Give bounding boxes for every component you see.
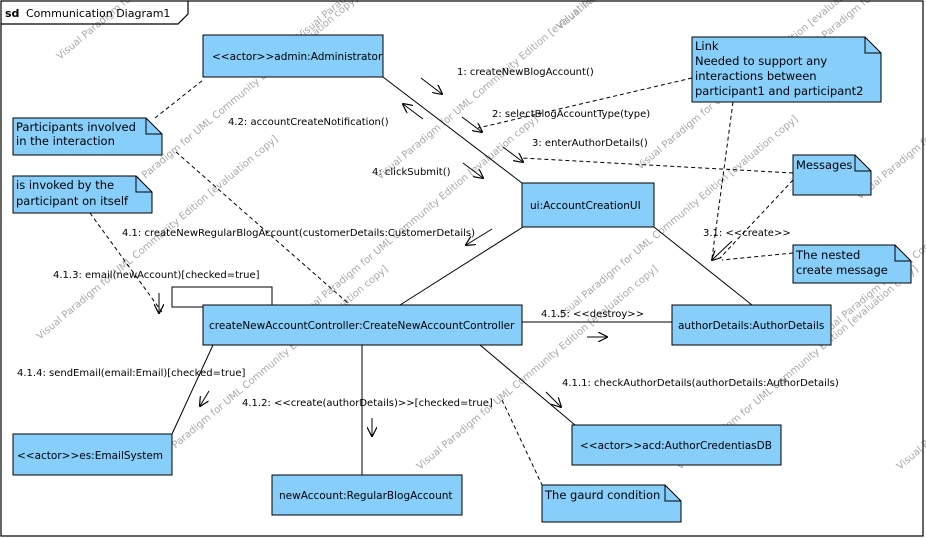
msg-1: 1: createNewBlogAccount() <box>457 67 594 78</box>
links <box>171 76 753 475</box>
msg-4: 4: clickSubmit() <box>372 167 451 178</box>
anchor-nested-m31 <box>721 252 794 261</box>
note-link-line3: interactions between <box>695 69 817 83</box>
msg-4-1-3: 4.1.3: email(newAccount)[checked=true] <box>53 270 260 281</box>
msg-2: 2: selectBlogAccountType(type) <box>492 109 650 120</box>
note-guard-line1: The gaurd condition <box>544 488 660 502</box>
lifeline-author[interactable]: authorDetails:AuthorDetails <box>671 304 832 346</box>
note-self-line2: participant on itself <box>16 194 129 208</box>
anchor-participants-controller <box>175 151 351 306</box>
arrow-m4 <box>462 162 483 178</box>
note-messages[interactable]: Messages <box>792 154 872 196</box>
frame-keyword: sd <box>5 7 19 20</box>
msg-4-1-4: 4.1.4: sendEmail(email:Email)[checked=tr… <box>17 368 246 379</box>
note-guard-condition[interactable]: The gaurd condition <box>541 484 682 523</box>
lifeline-acd[interactable]: <<actor>>acd:AuthorCredentiasDB <box>571 424 782 466</box>
note-self-line1: is invoked by the <box>16 178 114 192</box>
msg-3-1: 3.1: <<create>> <box>703 228 791 239</box>
watermark-text: Visual Paradigm for UML Community Editio… <box>895 264 926 473</box>
note-participants-line1: Participants involved <box>16 120 136 134</box>
lifeline-boxes: <<actor>>admin:Administrator ui:AccountC… <box>12 34 832 516</box>
note-link-line4: participant1 and participant2 <box>695 84 863 98</box>
lifeline-controller-label: createNewAccountController:CreateNewAcco… <box>209 320 515 332</box>
msg-3: 3: enterAuthorDetails() <box>532 138 648 149</box>
link-controller-self <box>171 286 273 308</box>
anchor-guard-m412 <box>501 399 544 488</box>
arrow-m42 <box>403 104 424 120</box>
msg-4-1-1: 4.1.1: checkAuthorDetails(authorDetails:… <box>562 378 839 389</box>
arrow-m414 <box>200 390 210 406</box>
lifeline-email[interactable]: <<actor>>es:EmailSystem <box>12 433 173 476</box>
note-nested-line1: The nested <box>795 248 860 262</box>
anchor-participants-admin <box>154 79 204 119</box>
note-link-line1: Link <box>695 39 719 53</box>
anchor-link-m2 <box>477 77 693 129</box>
msg-4-2: 4.2: accountCreateNotification() <box>228 117 389 128</box>
lifeline-account-label: newAccount:RegularBlogAccount <box>279 490 453 502</box>
note-link-line2: Needed to support any <box>695 54 827 68</box>
arrow-m3 <box>502 146 523 162</box>
lifeline-admin[interactable]: <<actor>>admin:Administrator <box>202 34 384 78</box>
link-admin-ui <box>382 76 523 184</box>
message-labels: 1: createNewBlogAccount() 2: selectBlogA… <box>17 67 839 409</box>
note-messages-line1: Messages <box>796 158 852 172</box>
lifeline-acd-label: <<actor>>acd:AuthorCredentiasDB <box>580 440 772 452</box>
note-participants-line2: in the interaction <box>16 134 115 148</box>
lifeline-admin-label: <<actor>>admin:Administrator <box>212 51 383 63</box>
arrow-m31 <box>712 240 733 260</box>
arrow-m1 <box>420 77 442 94</box>
arrow-m2 <box>461 116 482 132</box>
link-controller-acd <box>479 344 576 426</box>
lifeline-account[interactable]: newAccount:RegularBlogAccount <box>271 474 463 516</box>
note-anchors <box>89 77 794 488</box>
note-link[interactable]: Link Needed to support any interactions … <box>691 36 882 103</box>
anchor-messages-m3 <box>521 157 794 174</box>
lifeline-email-label: <<actor>>es:EmailSystem <box>17 450 163 462</box>
anchor-link-m31 <box>711 101 734 259</box>
arrow-m41 <box>466 228 493 245</box>
anchor-messages-m31 <box>719 179 794 259</box>
lifeline-controller[interactable]: createNewAccountController:CreateNewAcco… <box>202 304 523 346</box>
arrow-m411 <box>545 391 561 407</box>
notes: Participants involved in the interaction… <box>12 36 912 523</box>
link-controller-email <box>171 344 214 435</box>
lifeline-ui-label: ui:AccountCreationUI <box>530 200 641 212</box>
frame-tab <box>1 1 189 25</box>
link-ui-author <box>653 226 753 306</box>
message-arrows <box>159 77 733 436</box>
lifeline-ui[interactable]: ui:AccountCreationUI <box>521 182 655 228</box>
note-participants[interactable]: Participants involved in the interaction <box>12 117 163 156</box>
msg-4-1: 4.1: createNewRegularBlogAccount(custome… <box>122 228 475 239</box>
note-nested-line2: create message <box>796 263 888 277</box>
msg-4-1-5: 4.1.5: <<destroy>> <box>541 309 644 320</box>
lifeline-author-label: authorDetails:AuthorDetails <box>678 320 824 332</box>
frame-title: Communication Diagram1 <box>26 7 170 20</box>
link-ui-controller <box>399 226 524 306</box>
msg-4-1-2: 4.1.2: <<create(authorDetails)>>[checked… <box>242 398 493 409</box>
note-nested-create[interactable]: The nested create message <box>792 244 912 284</box>
note-self-invoke[interactable]: is invoked by the participant on itself <box>12 175 153 214</box>
